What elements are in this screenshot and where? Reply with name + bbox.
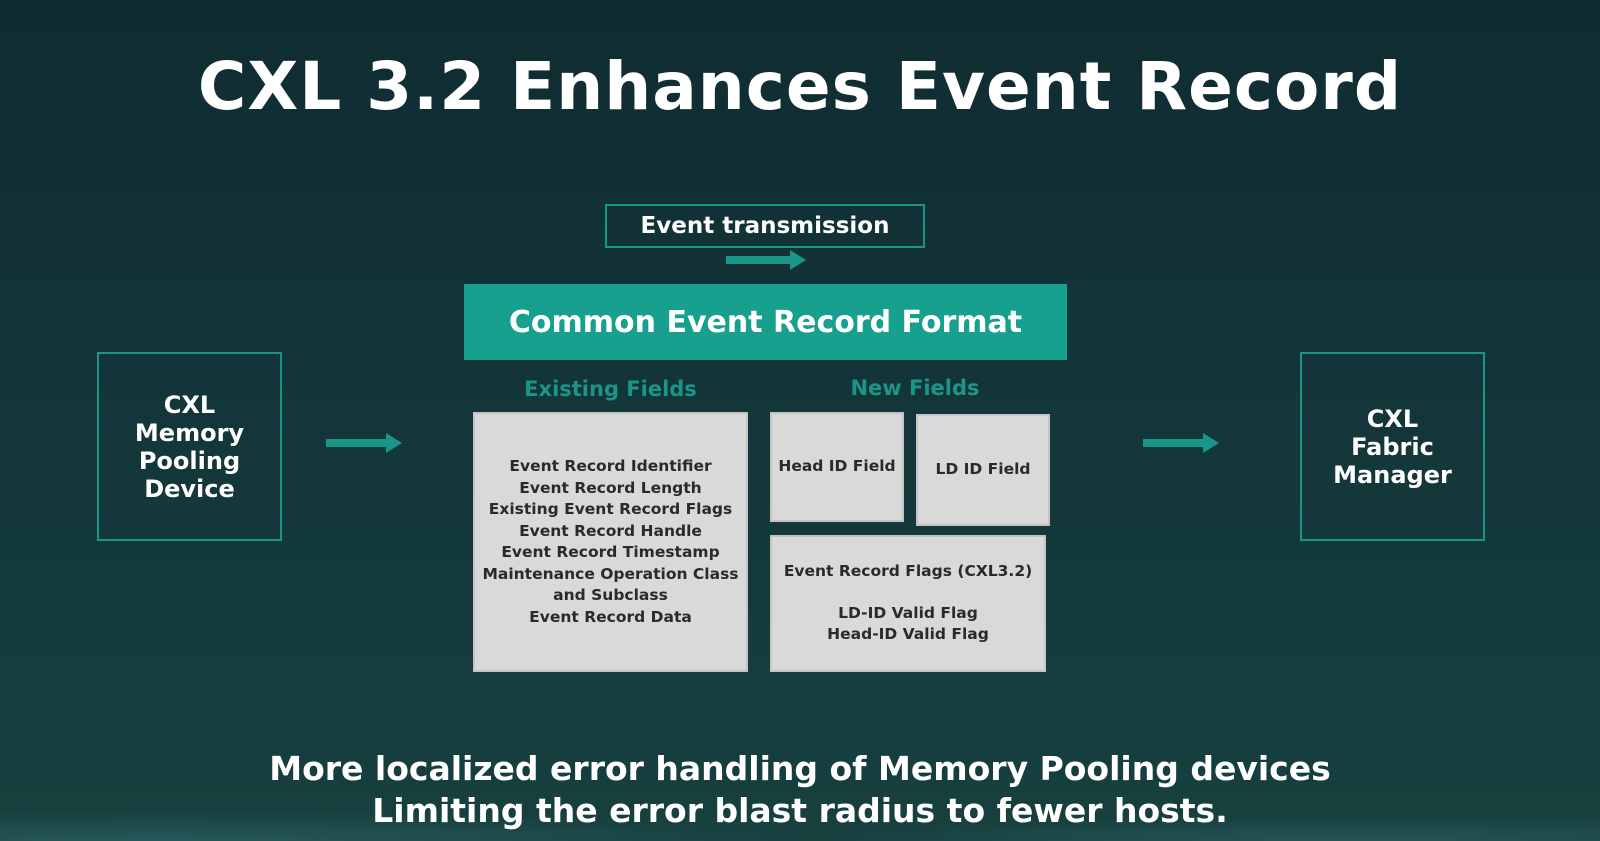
slide-title: CXL 3.2 Enhances Event Record <box>197 48 1403 125</box>
summary-line: More localized error handling of Memory … <box>269 749 1331 788</box>
flag-item: LD-ID Valid Flag <box>838 603 978 622</box>
summary-line: Limiting the error blast radius to fewer… <box>372 791 1228 830</box>
head-id-field-box: Head ID Field <box>770 412 904 522</box>
common-event-record-format-header: Common Event Record Format <box>464 284 1067 360</box>
existing-field-line: Event Record Timestamp <box>501 543 720 561</box>
existing-field-line: Event Record Handle <box>519 521 702 540</box>
ld-id-field-box: LD ID Field <box>916 414 1050 526</box>
existing-field-line: Maintenance Operation Class <box>482 564 739 583</box>
existing-field-line: Existing Event Record Flags <box>488 500 733 518</box>
event-transmission-label: Event transmission <box>605 204 925 248</box>
fabric-manager-box: CXL Fabric Manager <box>1300 352 1485 541</box>
ld-id-field-label: LD ID Field <box>935 460 1031 479</box>
existing-field-line: Event Record Data <box>529 607 692 626</box>
existing-fields-label: Existing Fields <box>524 377 697 401</box>
flags-title: Event Record Flags (CXL3.2) <box>783 562 1033 581</box>
existing-field-line: Event Record Length <box>519 478 702 497</box>
existing-field-line: Event Record Identifier <box>509 457 712 475</box>
new-fields-label: New Fields <box>850 376 980 400</box>
existing-field-line: and Subclass <box>553 586 668 604</box>
event-record-flags-box: Event Record Flags (CXL3.2) LD-ID Valid … <box>770 535 1046 672</box>
existing-fields-box: Event Record Identifier Event Record Len… <box>473 412 748 672</box>
head-id-field-label: Head ID Field <box>778 457 896 476</box>
right-arrow-icon <box>326 433 402 453</box>
memory-pooling-device-box: CXL Memory Pooling Device <box>97 352 282 541</box>
event-transmission-arrow-icon <box>726 250 806 270</box>
flag-item: Head-ID Valid Flag <box>827 625 989 644</box>
right-arrow-icon <box>1143 433 1219 453</box>
summary-text: More localized error handling of Memory … <box>0 748 1600 832</box>
